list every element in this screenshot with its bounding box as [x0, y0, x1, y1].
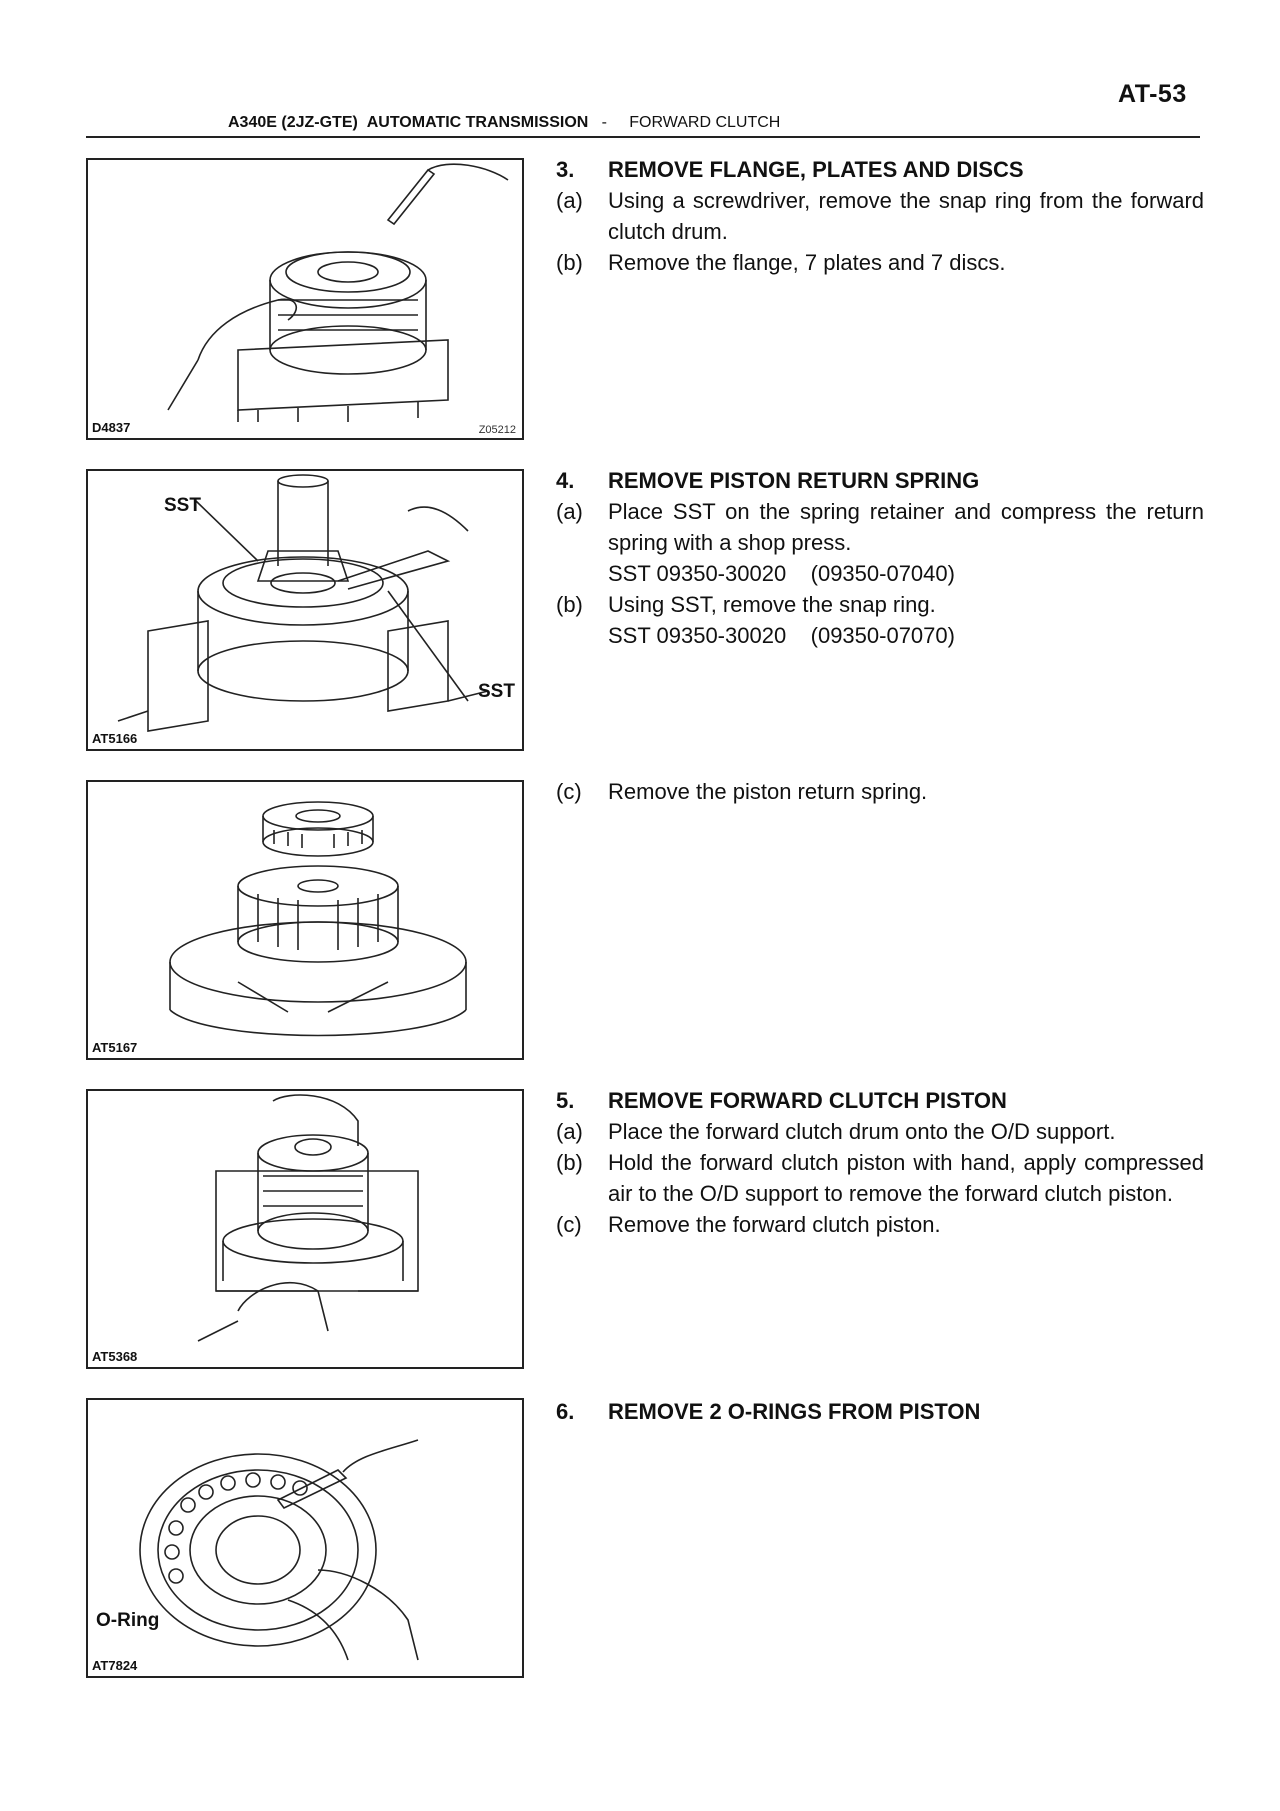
header-subsection: FORWARD CLUTCH — [629, 114, 781, 131]
figure-code: AT5166 — [92, 731, 138, 746]
item-text: Remove the piston return spring. — [608, 779, 928, 804]
figure-piston-return-spring: AT5167 — [86, 780, 524, 1060]
item-label: (a) — [556, 188, 583, 213]
item-text: Remove the forward clutch piston. — [608, 1212, 941, 1237]
item-text: Hold the forward clutch piston with hand… — [608, 1150, 1204, 1206]
step-number: 6. — [556, 1399, 575, 1424]
figure-code: D4837 — [92, 420, 131, 435]
figure-o-rings: O-Ring AT7824 — [86, 1398, 524, 1678]
figure-code: AT7824 — [92, 1658, 138, 1673]
header-section: AUTOMATIC TRANSMISSION — [366, 114, 589, 131]
figure-code: AT5167 — [92, 1040, 138, 1055]
header-model: A340E (2JZ-GTE) — [228, 114, 358, 131]
sst-number: SST 09350-30020 (09350-07040) — [608, 561, 955, 586]
item-text: Using SST, remove the snap ring. — [608, 592, 936, 617]
step-5: 5. REMOVE FORWARD CLUTCH PISTON (a) Place … — [556, 1085, 1204, 1240]
step-title: REMOVE FORWARD CLUTCH PISTON — [608, 1088, 1007, 1113]
figure-illustration — [169, 801, 467, 1037]
figure-code: AT5368 — [92, 1349, 138, 1364]
step-title: REMOVE 2 O-RINGS FROM PISTON — [608, 1399, 981, 1424]
figure-snap-ring-removal: D4837 Z05212 — [86, 158, 524, 440]
item-label: (b) — [556, 592, 583, 617]
page-number: AT-53 — [1118, 80, 1187, 108]
item-label: (b) — [556, 250, 583, 275]
figure-illustration — [117, 474, 489, 732]
figure-code-secondary: Z05212 — [478, 424, 516, 436]
figure-illustration — [167, 163, 509, 422]
callout-sst-top: SST — [164, 495, 201, 516]
running-header: A340E (2JZ-GTE) AUTOMATIC TRANSMISSION -… — [228, 114, 780, 132]
callout-sst-bottom: SST — [478, 681, 515, 702]
step-number: 4. — [556, 468, 575, 493]
step-number: 3. — [556, 157, 575, 182]
item-label: (c) — [556, 1212, 582, 1237]
item-text: Using a screwdriver, remove the snap rin… — [608, 188, 1204, 244]
step-title: REMOVE FLANGE, PLATES AND DISCS — [608, 157, 1024, 182]
step-4c: (c) Remove the piston return spring. — [556, 776, 1204, 807]
item-label: (a) — [556, 1119, 583, 1144]
step-4: 4. REMOVE PISTON RETURN SPRING (a) Place S… — [556, 465, 1204, 651]
figure-illustration — [139, 1439, 419, 1661]
item-label: (a) — [556, 499, 583, 524]
item-label: (b) — [556, 1150, 583, 1175]
header-rule — [86, 136, 1200, 138]
item-text: Place the forward clutch drum onto the O… — [608, 1119, 1116, 1144]
step-number: 5. — [556, 1088, 575, 1113]
item-label: (c) — [556, 779, 582, 804]
item-text: Remove the flange, 7 plates and 7 discs. — [608, 250, 1006, 275]
sst-number: SST 09350-30020 (09350-07070) — [608, 623, 955, 648]
figure-forward-clutch-piston: AT5368 — [86, 1089, 524, 1369]
figure-illustration — [197, 1094, 419, 1342]
step-3: 3. REMOVE FLANGE, PLATES AND DISCS (a) Usi… — [556, 154, 1204, 278]
step-title: REMOVE PISTON RETURN SPRING — [608, 468, 980, 493]
callout-o-ring: O-Ring — [96, 1610, 160, 1631]
item-text: Place SST on the spring retainer and com… — [608, 499, 1204, 555]
figure-piston-return-spring-compress: SST SST AT5166 — [86, 469, 524, 751]
header-separator: - — [601, 114, 607, 131]
step-6: 6. REMOVE 2 O-RINGS FROM PISTON — [556, 1396, 1204, 1427]
